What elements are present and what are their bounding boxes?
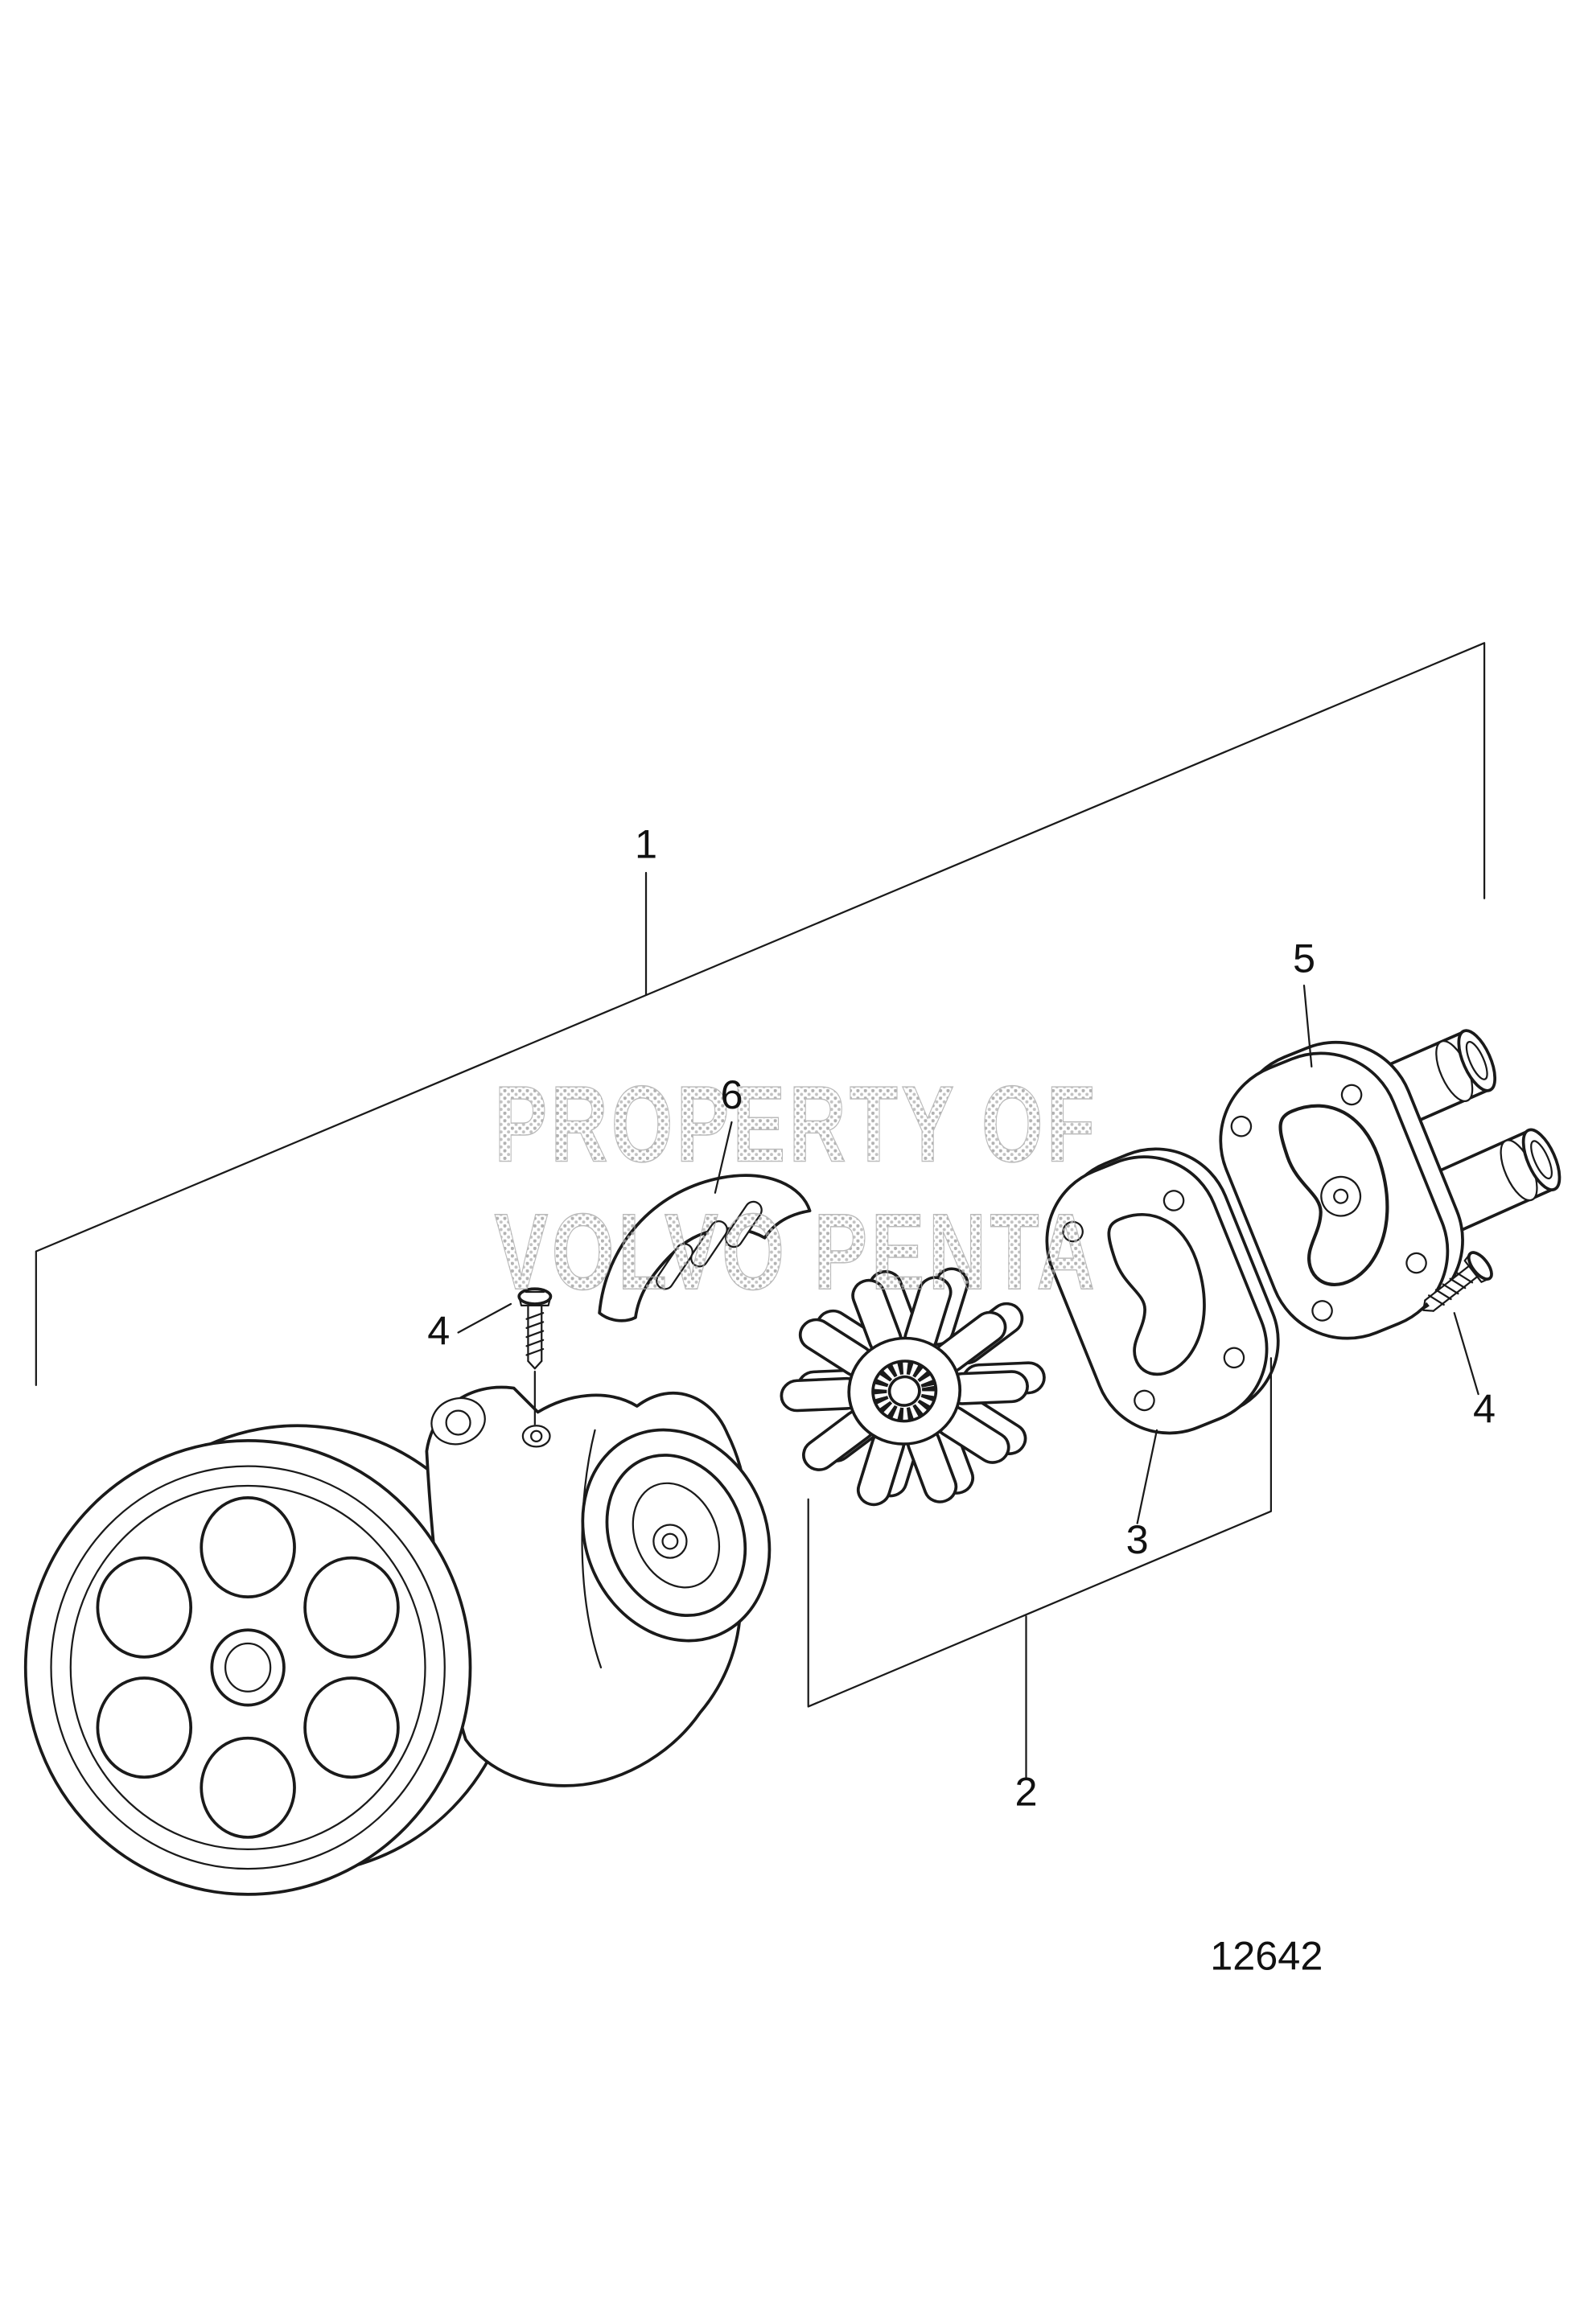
screw-boss (521, 1425, 551, 1448)
shaft-end (652, 1524, 688, 1559)
cam (598, 1174, 812, 1322)
callout-4-right: 4 (1473, 1386, 1496, 1432)
watermark-line-2: VOLVO PENTA (494, 1191, 1098, 1312)
callout-leaders (457, 984, 1479, 1524)
figure-number: 12642 (1210, 1932, 1323, 1978)
pulley-pump-assembly (23, 1385, 772, 1896)
watermark: PROPERTY OF VOLVO PENTA (494, 1063, 1098, 1313)
callout-bracket-item1 (35, 642, 1486, 1386)
pulley-hub (210, 1628, 286, 1707)
mounting-ear (430, 1396, 486, 1446)
callout-3: 3 (1126, 1516, 1149, 1562)
gasket (1045, 1147, 1280, 1435)
pump-body (425, 1385, 772, 1787)
impeller (780, 1267, 1046, 1507)
callout-2: 2 (1014, 1769, 1037, 1815)
impeller-hub (847, 1336, 962, 1446)
screw-right (1422, 1251, 1493, 1312)
pulley (23, 1439, 472, 1896)
watermark-line-1: PROPERTY OF (494, 1064, 1098, 1185)
end-cover-with-connections (1219, 1029, 1562, 1340)
screw-top (517, 1287, 553, 1425)
callout-6: 6 (720, 1072, 743, 1117)
callout-bracket-item2 (807, 1357, 1273, 1779)
callout-5: 5 (1293, 935, 1315, 981)
callout-1: 1 (635, 821, 657, 866)
callout-4-left: 4 (427, 1307, 450, 1353)
cover-plate (1219, 1040, 1464, 1340)
